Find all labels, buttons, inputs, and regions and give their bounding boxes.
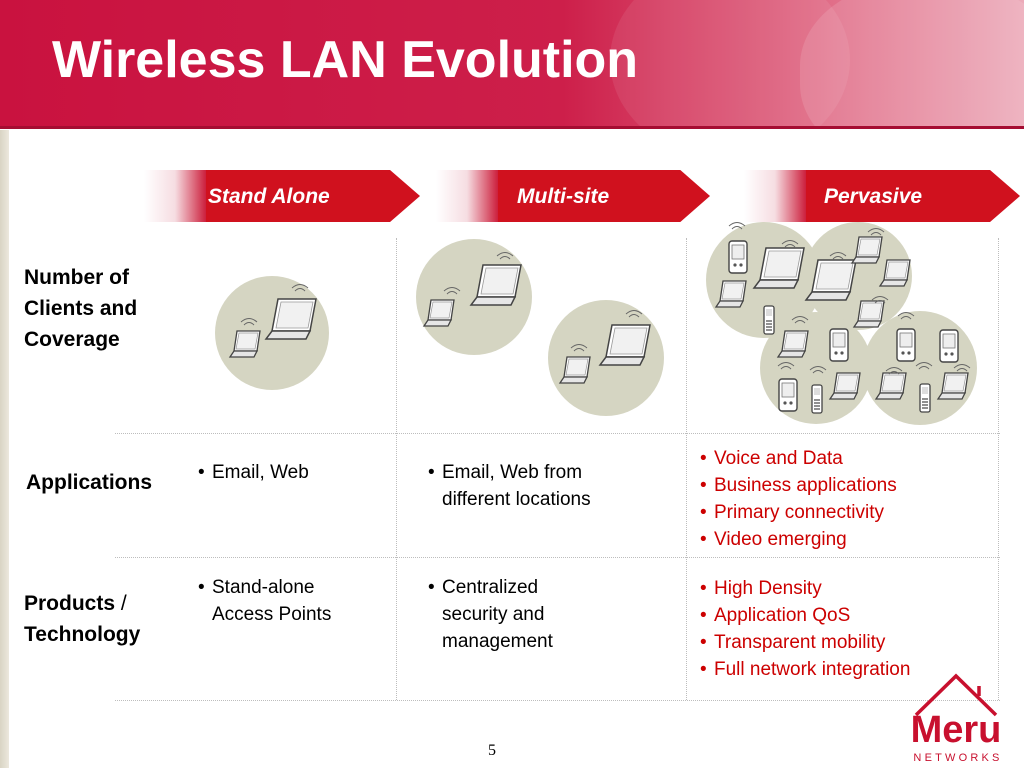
bullet-continuation: security and [442, 604, 545, 625]
bullet-continuation: management [442, 631, 553, 652]
header-banner: Wireless LAN Evolution [0, 0, 1024, 129]
pda-icon [778, 378, 798, 412]
header-decoration [800, 0, 1024, 129]
bullet-glyph: • [700, 529, 707, 550]
row-label-line: Clients and [24, 297, 138, 320]
grid-line [686, 238, 687, 700]
row-label-technology: Technology [24, 623, 141, 646]
pda-icon [939, 329, 959, 363]
bullet-glyph: • [198, 462, 205, 483]
stage-arrow-shape [206, 170, 420, 222]
page-number: 5 [488, 742, 496, 759]
bullet-text: Business applications [714, 475, 897, 496]
row-label-line: Coverage [24, 328, 120, 351]
bullet-item: • Video emerging [700, 526, 897, 553]
bullet-text: Full network integration [714, 659, 911, 680]
bullet-glyph: • [428, 577, 435, 598]
grid-line [396, 238, 397, 700]
row-label-products: Products / Technology [24, 588, 140, 650]
stage-label-pervasive: Pervasive [824, 185, 923, 208]
stage-label-stand-alone: Stand Alone [208, 185, 330, 208]
stand-alone-products: • Stand-alone Access Points [198, 574, 331, 628]
bullet-item: • Business applications [700, 472, 897, 499]
bullet-glyph: • [700, 578, 707, 599]
left-decorative-rule [0, 130, 9, 768]
row-label-line: Products / [24, 588, 140, 619]
row-label-line: Number of [24, 266, 129, 289]
pda-icon [896, 328, 916, 362]
stage-arrow-fade [144, 170, 206, 222]
bullet-item: • Primary connectivity [700, 499, 897, 526]
bullet-text: High Density [714, 578, 822, 599]
stage-arrow-fade [436, 170, 498, 222]
stand-alone-applications: • Email, Web [198, 459, 309, 486]
phone-icon [919, 383, 931, 413]
phone-icon [811, 384, 823, 414]
stage-label-multi-site: Multi-site [517, 185, 610, 208]
bullet-text: Email, Web [212, 462, 309, 483]
bullet-text: Application QoS [714, 605, 851, 626]
bullet-item: • Email, Web from [428, 459, 591, 486]
multi-site-products: • Centralized security and management [428, 574, 553, 655]
pervasive-products: • High Density • Application QoS • Transpar… [700, 575, 910, 683]
multi-site-applications: • Email, Web from different locations [428, 459, 591, 513]
pda-icon [829, 328, 849, 362]
bullet-glyph: • [700, 475, 707, 496]
grid-line [115, 700, 1000, 701]
header-bottom-rule [0, 126, 1024, 129]
bullet-text: Email, Web from [442, 462, 583, 483]
bullet-item: • Stand-alone [198, 574, 331, 601]
stage-arrow-pervasive: Pervasive [744, 170, 1020, 222]
row-label-coverage: Number of Clients and Coverage [24, 262, 137, 355]
bullet-continuation: different locations [442, 489, 591, 510]
bullet-continuation: Access Points [212, 604, 332, 625]
bullet-glyph: • [700, 448, 707, 469]
bullet-item: • High Density [700, 575, 910, 602]
meru-networks-logo: Meru NETWORKS [911, 673, 1002, 764]
bullet-glyph: • [428, 462, 435, 483]
bullet-glyph: • [700, 502, 707, 523]
bullet-text: Voice and Data [714, 448, 843, 469]
logo-subtitle: NETWORKS [913, 752, 1002, 764]
bullet-text: Stand-alone [212, 577, 315, 598]
row-label-separator: / [120, 592, 127, 615]
stage-arrow-fade [744, 170, 806, 222]
phone-icon [763, 305, 775, 335]
logo-wordmark: Meru [911, 709, 1002, 751]
bullet-glyph: • [700, 605, 707, 626]
slide-title: Wireless LAN Evolution [52, 31, 639, 89]
bullet-glyph: • [700, 632, 707, 653]
stage-arrow-shape [806, 170, 1020, 222]
stage-arrow-multi-site: Multi-site [436, 170, 710, 222]
grid-line [115, 557, 1000, 558]
grid-line [115, 433, 1000, 434]
header-decoration [610, 0, 850, 129]
bullet-item: • Voice and Data [700, 445, 897, 472]
row-label-products-text: Products [24, 592, 116, 615]
bullet-item: • Full network integration [700, 656, 910, 683]
bullet-text: Primary connectivity [714, 502, 884, 523]
stage-arrow-shape [498, 170, 710, 222]
bullet-item: • Transparent mobility [700, 629, 910, 656]
bullet-text: Video emerging [714, 529, 847, 550]
pda-icon [728, 240, 748, 274]
bullet-glyph: • [700, 659, 707, 680]
bullet-item: • Email, Web [198, 459, 309, 486]
row-label-applications: Applications [26, 471, 153, 494]
bullet-text: Centralized [442, 577, 539, 598]
bullet-item: • Centralized [428, 574, 553, 601]
stage-arrow-stand-alone: Stand Alone [144, 170, 420, 222]
bullet-text: Transparent mobility [714, 632, 886, 653]
grid-line [998, 238, 999, 700]
pervasive-applications: • Voice and Data • Business applications •… [700, 445, 897, 553]
bullet-item: • Application QoS [700, 602, 910, 629]
bullet-glyph: • [198, 577, 205, 598]
